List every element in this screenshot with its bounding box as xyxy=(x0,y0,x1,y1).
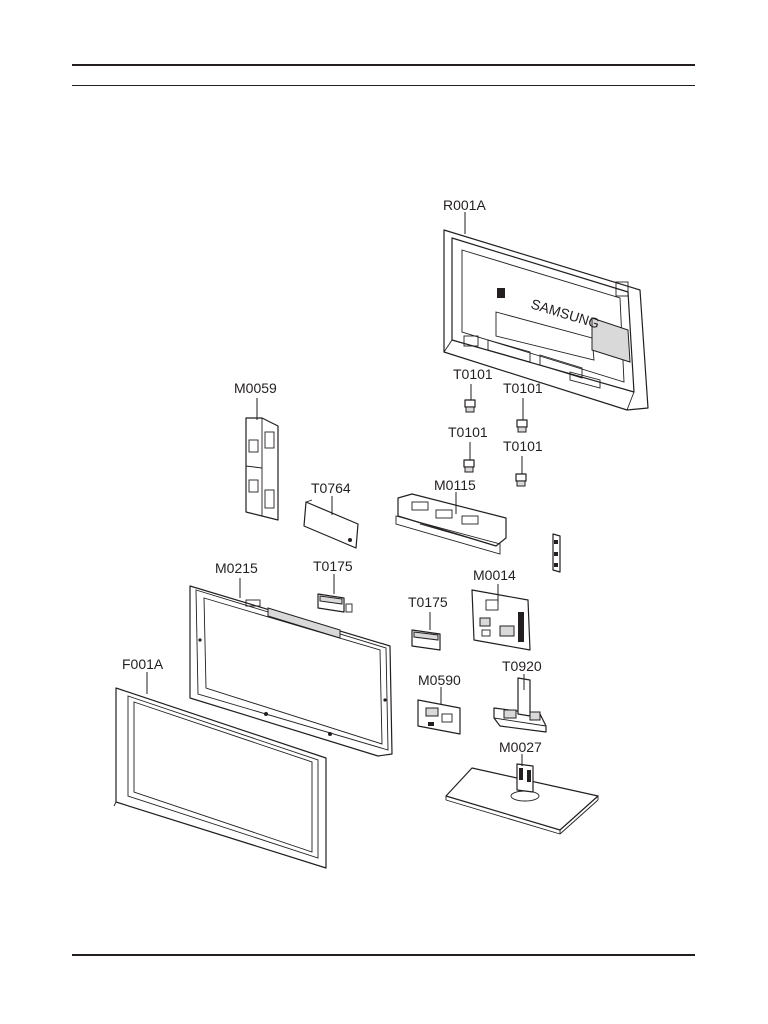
label-r001a: R001A xyxy=(443,197,486,213)
part-m0115-bracket xyxy=(395,493,507,555)
part-t0920-stand-bracket xyxy=(493,677,547,733)
label-m0590: M0590 xyxy=(418,672,461,688)
part-m0027-stand-base xyxy=(445,763,599,835)
label-f001a: F001A xyxy=(122,656,164,672)
label-m0215: M0215 xyxy=(215,560,258,576)
part-t0764-cover xyxy=(303,499,359,549)
footer-rule xyxy=(72,954,695,956)
label-t0175-1: T0175 xyxy=(313,558,353,574)
part-m0059-bracket xyxy=(245,417,279,521)
label-m0115: M0115 xyxy=(434,477,476,493)
part-t0175-holder-1 xyxy=(317,593,353,613)
label-m0014: M0014 xyxy=(473,567,516,583)
part-f001a-front-bezel xyxy=(113,687,327,869)
label-t0101-3: T0101 xyxy=(448,424,488,440)
part-r001a-rear-cover: SAMSUNG xyxy=(443,229,649,411)
part-m0014-board xyxy=(471,589,531,651)
label-m0027: M0027 xyxy=(499,739,542,755)
header-rule-top xyxy=(72,64,695,66)
part-t0175-holder-2 xyxy=(411,629,441,651)
header-rule-bottom xyxy=(72,85,695,86)
label-t0764: T0764 xyxy=(311,480,351,496)
part-t0101-screw-4 xyxy=(515,456,527,487)
part-m0215-frame xyxy=(189,585,393,757)
label-t0101-1: T0101 xyxy=(453,366,493,382)
label-t0175-2: T0175 xyxy=(408,594,448,610)
part-m0590-board xyxy=(417,699,461,735)
part-connector-strip xyxy=(552,533,561,573)
part-t0101-screw-3 xyxy=(463,442,475,473)
part-t0101-screw-1 xyxy=(464,384,476,413)
label-t0920: T0920 xyxy=(502,658,542,674)
part-t0101-screw-2 xyxy=(516,398,528,433)
label-t0101-2: T0101 xyxy=(503,380,543,396)
label-m0059: M0059 xyxy=(234,380,277,396)
label-t0101-4: T0101 xyxy=(503,438,543,454)
